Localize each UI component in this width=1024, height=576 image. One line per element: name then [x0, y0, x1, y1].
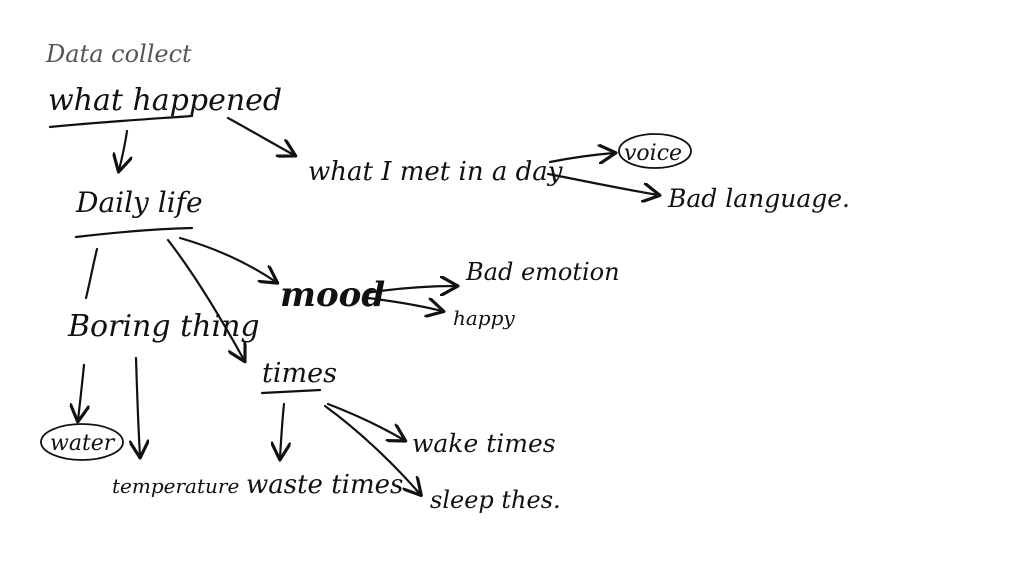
circle-water: [40, 423, 124, 461]
node-water: water: [50, 431, 116, 456]
node-boring-thing: Boring thing: [67, 309, 260, 344]
node-times: times: [262, 358, 337, 389]
arrow-what-i-met-to-bad-language: [546, 172, 658, 195]
title-data-collect: Data collect: [45, 40, 192, 68]
node-temperature: temperature: [112, 474, 239, 498]
arrow-mood-to-happy: [366, 296, 442, 311]
node-mood: mood: [280, 275, 385, 315]
arrow-what-i-met-to-voice: [548, 153, 614, 162]
underline-times: [260, 388, 322, 395]
node-voice: voice: [624, 141, 682, 166]
node-happy: happy: [453, 306, 515, 330]
arrow-daily-life-to-mood: [178, 236, 276, 282]
circle-voice: [618, 133, 692, 169]
node-bad-emotion: Bad emotion: [465, 258, 620, 286]
arrow-times-to-wake-times: [326, 402, 404, 440]
node-sleep-times: sleep thes.: [430, 486, 561, 514]
arrow-boring-thing-to-temperature: [136, 356, 140, 456]
arrow-times-to-waste-times: [280, 402, 284, 458]
underline-what-happened: [48, 114, 194, 129]
arrow-daily-life-to-times: [166, 238, 244, 360]
node-waste-times: waste times: [246, 470, 403, 500]
arrow-times-to-sleep-times: [323, 404, 420, 494]
node-daily-life: Daily life: [75, 186, 203, 219]
arrow-boring-thing-to-water: [78, 363, 84, 420]
line-daily-life-to-boring-thing: [84, 247, 99, 300]
node-what-happened: what happened: [48, 83, 282, 118]
arrow-mood-to-bad-emotion: [364, 286, 456, 293]
node-what-i-met-in-a-day: what I met in a day: [308, 157, 563, 187]
node-wake-times: wake times: [412, 429, 556, 458]
arrow-what-happened-to-daily-life: [119, 129, 127, 170]
node-bad-language: Bad language.: [667, 184, 850, 213]
arrow-what-happened-to-what-i-met: [226, 116, 294, 155]
underline-daily-life: [74, 226, 194, 239]
